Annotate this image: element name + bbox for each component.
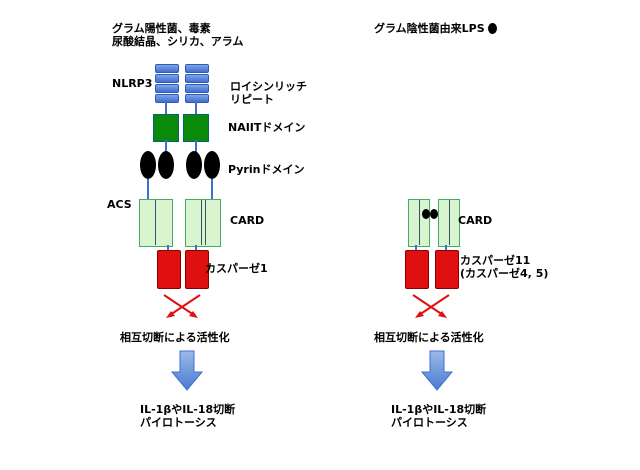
card-domain-left [139,199,173,247]
link-2 [195,101,197,115]
lps-dot-bound-1 [422,209,430,219]
pyrin-domain-2 [158,151,174,179]
lps-dot-icon [487,23,497,34]
caspase1-domain-left [157,250,181,289]
pyrin-domain-4 [204,151,220,179]
pyrin-domain-1 [140,151,156,179]
caspase1-label: カスパーゼ1 [205,262,268,275]
link-8 [195,245,197,251]
card-domain-right [185,199,221,247]
lps-dot-bound-2 [430,209,438,219]
caspase11-domain-left [405,250,429,289]
down-arrow-icon-left [170,350,204,391]
card-label-left: CARD [230,214,265,227]
cross-cleavage-arrows-left [163,294,201,318]
caspase1-domain-right [185,250,209,289]
outcome-text-left: IL-1βやIL-18切断 パイロトーシス [140,403,236,429]
left-stimulus-text: グラム陽性菌、毒素 尿酸結晶、シリカ、アラム [112,22,244,48]
cross-cleavage-arrows-right [412,294,450,318]
pyrin-label: Pyrinドメイン [228,163,305,176]
naiit-domain-right [183,114,209,142]
right-stimulus-label: グラム陰性菌由来LPS [374,22,485,35]
caspase11-domain-right [435,250,459,289]
activation-text-left: 相互切断による活性化 [120,331,230,344]
outcome-text-right: IL-1βやIL-18切断 パイロトーシス [391,403,487,429]
card-label-right: CARD [458,214,493,227]
link-6 [211,179,213,199]
down-arrow-icon-right [420,350,454,391]
link-10 [445,245,447,251]
link-1 [165,101,167,115]
naiit-label: NAIITドメイン [228,121,306,134]
link-7 [167,245,169,251]
activation-text-right: 相互切断による活性化 [374,331,484,344]
lrr-label: ロイシンリッチ リピート [230,80,307,106]
link-5 [147,179,149,199]
link-3 [165,140,167,152]
right-stimulus-text: グラム陰性菌由来LPS [374,22,497,35]
link-9 [415,245,417,251]
link-4 [195,140,197,152]
acs-label: ACS [107,198,132,211]
nlrp3-label: NLRP3 [112,77,153,90]
caspase11-label: カスパーゼ11 (カスパーゼ4, 5) [460,254,549,280]
naiit-domain-left [153,114,179,142]
pyrin-domain-3 [186,151,202,179]
